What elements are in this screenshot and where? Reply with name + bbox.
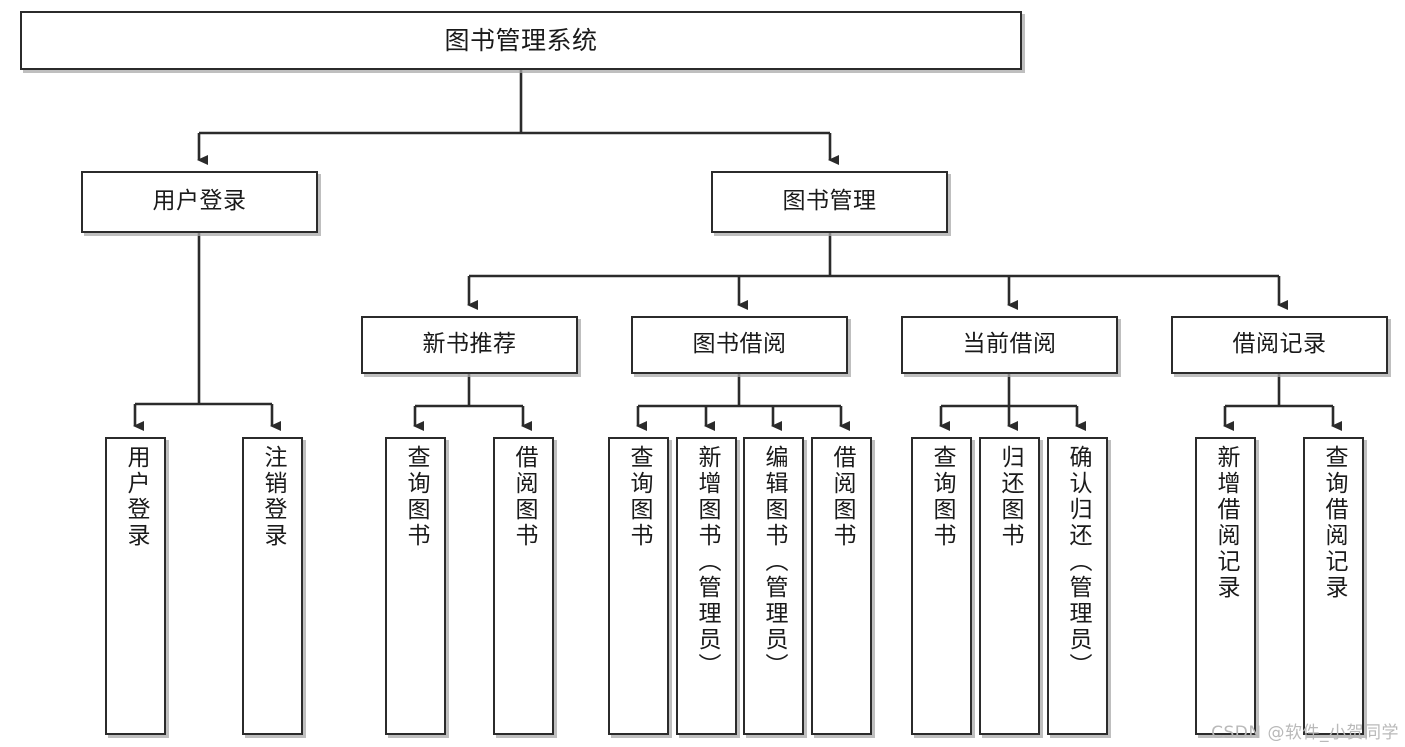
node-label: 用户登录 bbox=[152, 188, 247, 215]
node-book-management[interactable]: 图书管理 bbox=[711, 171, 948, 233]
leaf-record-add-record[interactable]: 新增借阅记录 bbox=[1195, 437, 1256, 735]
leaf-borrow-add-book-admin[interactable]: 新增图书（管理员） bbox=[676, 437, 737, 735]
leaf-current-query-book[interactable]: 查询图书 bbox=[911, 437, 972, 735]
node-label: 注销登录 bbox=[260, 445, 286, 549]
node-label: 归还图书 bbox=[997, 445, 1023, 549]
node-label: 查询图书 bbox=[626, 445, 652, 549]
leaf-user-login-logout[interactable]: 注销登录 bbox=[242, 437, 303, 735]
node-label: 查询借阅记录 bbox=[1321, 445, 1347, 601]
node-label: 查询图书 bbox=[929, 445, 955, 549]
leaf-recommend-borrow-book[interactable]: 借阅图书 bbox=[493, 437, 554, 735]
leaf-borrow-borrow-book[interactable]: 借阅图书 bbox=[811, 437, 872, 735]
node-label: 新增图书（管理员） bbox=[694, 445, 720, 679]
node-label: 借阅图书 bbox=[511, 445, 537, 549]
node-label: 查询图书 bbox=[403, 445, 429, 549]
node-label: 新增借阅记录 bbox=[1213, 445, 1239, 601]
leaf-current-confirm-return-admin[interactable]: 确认归还（管理员） bbox=[1047, 437, 1108, 735]
leaf-user-login-login[interactable]: 用户登录 bbox=[105, 437, 166, 735]
node-label: 编辑图书（管理员） bbox=[761, 445, 787, 679]
node-book-borrow[interactable]: 图书借阅 bbox=[631, 316, 848, 374]
leaf-borrow-query-book[interactable]: 查询图书 bbox=[608, 437, 669, 735]
node-user-login[interactable]: 用户登录 bbox=[81, 171, 318, 233]
leaf-record-query-record[interactable]: 查询借阅记录 bbox=[1303, 437, 1364, 735]
node-label: 当前借阅 bbox=[962, 331, 1057, 358]
node-label: 用户登录 bbox=[123, 445, 149, 549]
csdn-watermark: CSDN @软件_小贺同学 bbox=[1211, 723, 1399, 743]
node-label: 图书借阅 bbox=[692, 331, 787, 358]
leaf-borrow-edit-book-admin[interactable]: 编辑图书（管理员） bbox=[743, 437, 804, 735]
node-label: 借阅图书 bbox=[829, 445, 855, 549]
node-label: 确认归还（管理员） bbox=[1065, 445, 1091, 679]
leaf-current-return-book[interactable]: 归还图书 bbox=[979, 437, 1040, 735]
node-current-borrow[interactable]: 当前借阅 bbox=[901, 316, 1118, 374]
node-label: 新书推荐 bbox=[422, 331, 517, 358]
leaf-recommend-query-book[interactable]: 查询图书 bbox=[385, 437, 446, 735]
node-label: 借阅记录 bbox=[1232, 331, 1327, 358]
node-label: 图书管理系统 bbox=[444, 25, 598, 55]
node-new-book-recommend[interactable]: 新书推荐 bbox=[361, 316, 578, 374]
node-root-system[interactable]: 图书管理系统 bbox=[20, 11, 1022, 70]
node-label: 图书管理 bbox=[782, 188, 877, 215]
node-borrow-record[interactable]: 借阅记录 bbox=[1171, 316, 1388, 374]
